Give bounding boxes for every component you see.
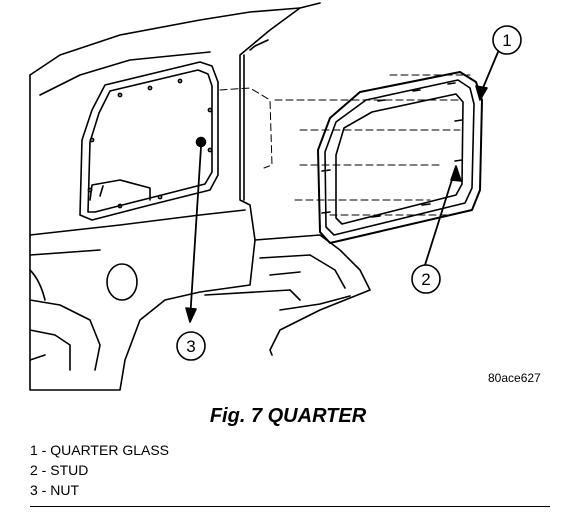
window-opening [79, 61, 219, 221]
floor-pan [204, 234, 371, 356]
legend-item: 2 - STUD [30, 462, 89, 478]
interior-trim [89, 179, 151, 201]
bottom-divider [30, 506, 550, 507]
figure-code: 80ace627 [488, 371, 541, 385]
nut-part [185, 136, 207, 323]
quarter-glass-part [317, 71, 483, 244]
legend-item: 3 - NUT [30, 482, 79, 498]
leader-lines [424, 51, 499, 266]
callout-3-label: 3 [186, 337, 195, 356]
callout-2-label: 2 [421, 270, 430, 289]
alignment-lines [219, 74, 471, 216]
legend-item: 1 - QUARTER GLASS [30, 442, 170, 458]
callout-1-label: 1 [502, 31, 511, 50]
fuel-door [106, 263, 138, 301]
callout-1: 1 [492, 25, 522, 55]
callout-3: 3 [176, 331, 206, 361]
parts-legend: 1 - QUARTER GLASS 2 - STUD 3 - NUT [30, 440, 169, 500]
figure-caption: Fig. 7 QUARTER [209, 405, 367, 427]
vehicle-body [29, 2, 321, 391]
vehicle-illustration: 1 2 3 [29, 2, 522, 391]
callout-2: 2 [411, 264, 441, 294]
